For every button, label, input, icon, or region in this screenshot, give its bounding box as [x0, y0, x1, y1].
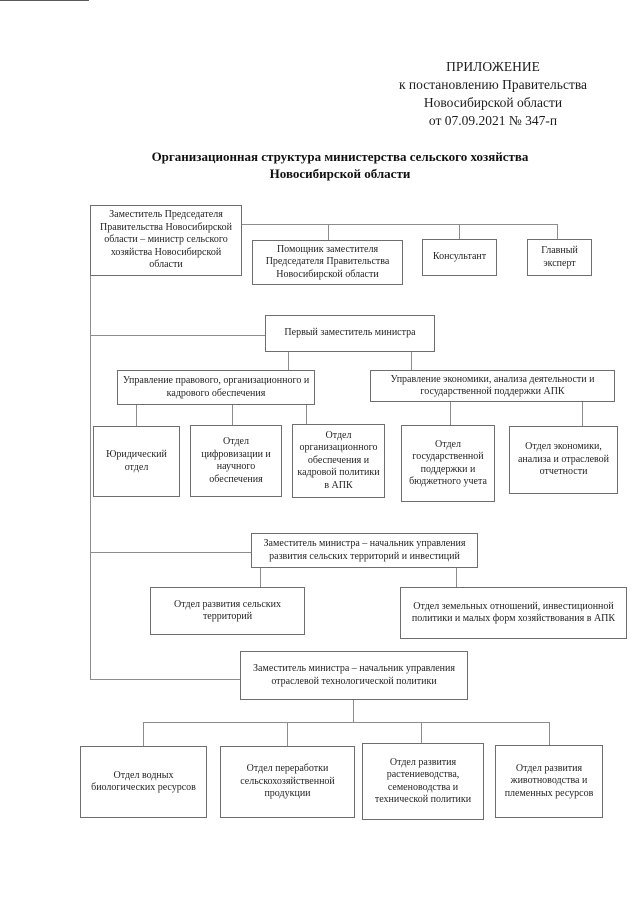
connector-drop-processing-dept — [287, 722, 288, 747]
connector-drop-legal-dept — [136, 404, 137, 427]
page-title-line: Организационная структура министерства с… — [151, 149, 529, 164]
org-node-water-bio-dept: Отдел водных биологических ресурсов — [80, 746, 207, 818]
org-node-econ-analysis-dept: Отдел экономики, анализа и отраслевой от… — [509, 426, 618, 494]
connector-drop-crop-dept — [421, 722, 422, 744]
connector-drop-deputy-industry — [353, 699, 354, 723]
connector-branch-deputy-rural — [90, 552, 251, 553]
org-node-org-hr-dept: Отдел организационного обеспечения и кад… — [292, 424, 385, 498]
org-node-first-deputy: Первый заместитель министра — [265, 315, 435, 352]
connector-drop-land-dept — [456, 567, 457, 588]
org-node-deputy-rural: Заместитель министра – начальник управле… — [251, 533, 478, 568]
connector-left-spine — [90, 276, 91, 680]
org-node-rural-dev-dept: Отдел развития сельских территорий — [150, 587, 305, 635]
org-node-livestock-dept: Отдел развития животноводства и племенны… — [495, 745, 603, 818]
connector-drop-consultant — [459, 224, 460, 240]
org-node-upr-economics: Управление экономики, анализа деятельнос… — [370, 370, 615, 402]
connector-drop-digital-dept — [232, 404, 233, 426]
page-title-line: Новосибирской области — [269, 166, 411, 181]
connector-drop-expert — [557, 224, 558, 240]
org-node-land-invest-dept: Отдел земельных отношений, инвестиционно… — [400, 587, 627, 639]
connector-drop-assistant — [328, 224, 329, 241]
connector-top-rail — [242, 224, 558, 225]
appendix-header-line: к постановлению Правительства — [398, 77, 588, 92]
org-node-processing-dept: Отдел переработки сельскохозяйственной п… — [220, 746, 355, 818]
org-node-assistant: Помощник заместителя Председателя Правит… — [252, 240, 403, 285]
org-node-state-support-dept: Отдел государственной поддержки и бюджет… — [401, 425, 495, 502]
connector-drop-upr-right — [411, 352, 412, 371]
appendix-header-line: Новосибирской области — [423, 95, 563, 110]
connector-drop-econ-dept — [582, 401, 583, 427]
org-node-consultant: Консультант — [422, 239, 497, 276]
page-title: Организационная структура министерства с… — [60, 148, 620, 182]
connector-branch-first-deputy — [90, 335, 265, 336]
org-node-chief-expert: Главный эксперт — [527, 239, 592, 276]
connector-drop-rural-dev-dept — [260, 567, 261, 588]
org-node-legal-dept: Юридический отдел — [93, 426, 180, 497]
appendix-header-line: ПРИЛОЖЕНИЕ — [446, 59, 540, 74]
connector-drop-livestock-dept — [549, 722, 550, 746]
connector-branch-deputy-industry — [90, 679, 240, 680]
connector-drop-support-dept — [450, 401, 451, 426]
connector-bottom-rail — [143, 722, 550, 723]
connector-drop-upr-left — [288, 352, 289, 371]
org-node-upr-legal-org-hr: Управление правового, организационного и… — [117, 370, 315, 405]
org-node-crop-dept: Отдел развития растениеводства, семеново… — [362, 743, 484, 820]
org-node-minister: Заместитель Председателя Правительства Н… — [90, 205, 242, 276]
footer-rule — [0, 0, 89, 1]
org-node-deputy-industry: Заместитель министра – начальник управле… — [240, 651, 468, 700]
appendix-header: ПРИЛОЖЕНИЕ к постановлению Правительства… — [368, 58, 618, 130]
appendix-header-line: от 07.09.2021 № 347-п — [428, 113, 558, 128]
connector-drop-org-hr-dept — [306, 404, 307, 425]
org-node-digital-science-dept: Отдел цифровизации и научного обеспечени… — [190, 425, 282, 497]
connector-drop-water-dept — [143, 722, 144, 747]
